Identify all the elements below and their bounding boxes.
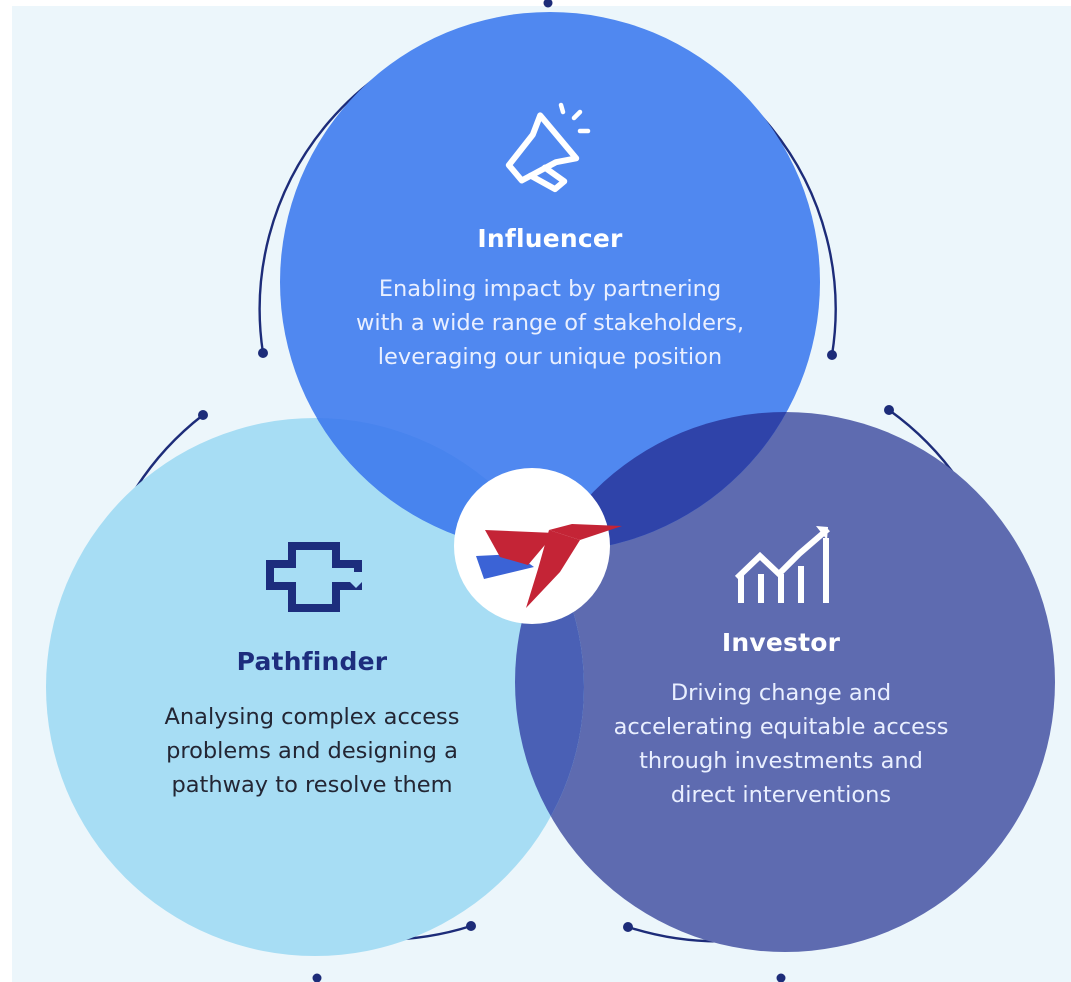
pathfinder-circle	[46, 418, 584, 956]
investor-description: Driving change and accelerating equitabl…	[581, 676, 981, 812]
growth-chart-icon	[734, 526, 830, 603]
arc-end-dots	[198, 0, 894, 982]
megaphone-icon	[505, 112, 580, 193]
pathfinder-title: Pathfinder	[236, 647, 388, 676]
pathfinder-description-line: problems and designing a	[166, 738, 458, 764]
pathfinder-description-line: Analysing complex access	[164, 704, 460, 730]
influencer-description: Enabling impact by partnering with a wid…	[330, 272, 770, 374]
influencer-description-line: Enabling impact by partnering	[378, 276, 722, 302]
influencer-circle	[280, 12, 820, 552]
investor-description-line: direct interventions	[670, 782, 892, 808]
investor-description-line: Driving change and	[670, 680, 892, 706]
influencer-description-line: leveraging our unique position	[377, 344, 723, 370]
investor-description-line: through investments and	[639, 748, 923, 774]
influencer-description-line: with a wide range of stakeholders,	[355, 310, 745, 336]
influencer-title: Influencer	[477, 224, 623, 253]
pathfinder-description-line: pathway to resolve them	[171, 772, 453, 798]
investor-circle	[515, 412, 1055, 952]
investor-description-line: accelerating equitable access	[613, 714, 949, 740]
medical-cross-icon	[266, 542, 362, 612]
bird-logo	[454, 468, 622, 624]
investor-title: Investor	[721, 628, 841, 657]
megaphone-rays	[558, 102, 591, 134]
pathfinder-description: Analysing complex access problems and de…	[122, 700, 502, 802]
